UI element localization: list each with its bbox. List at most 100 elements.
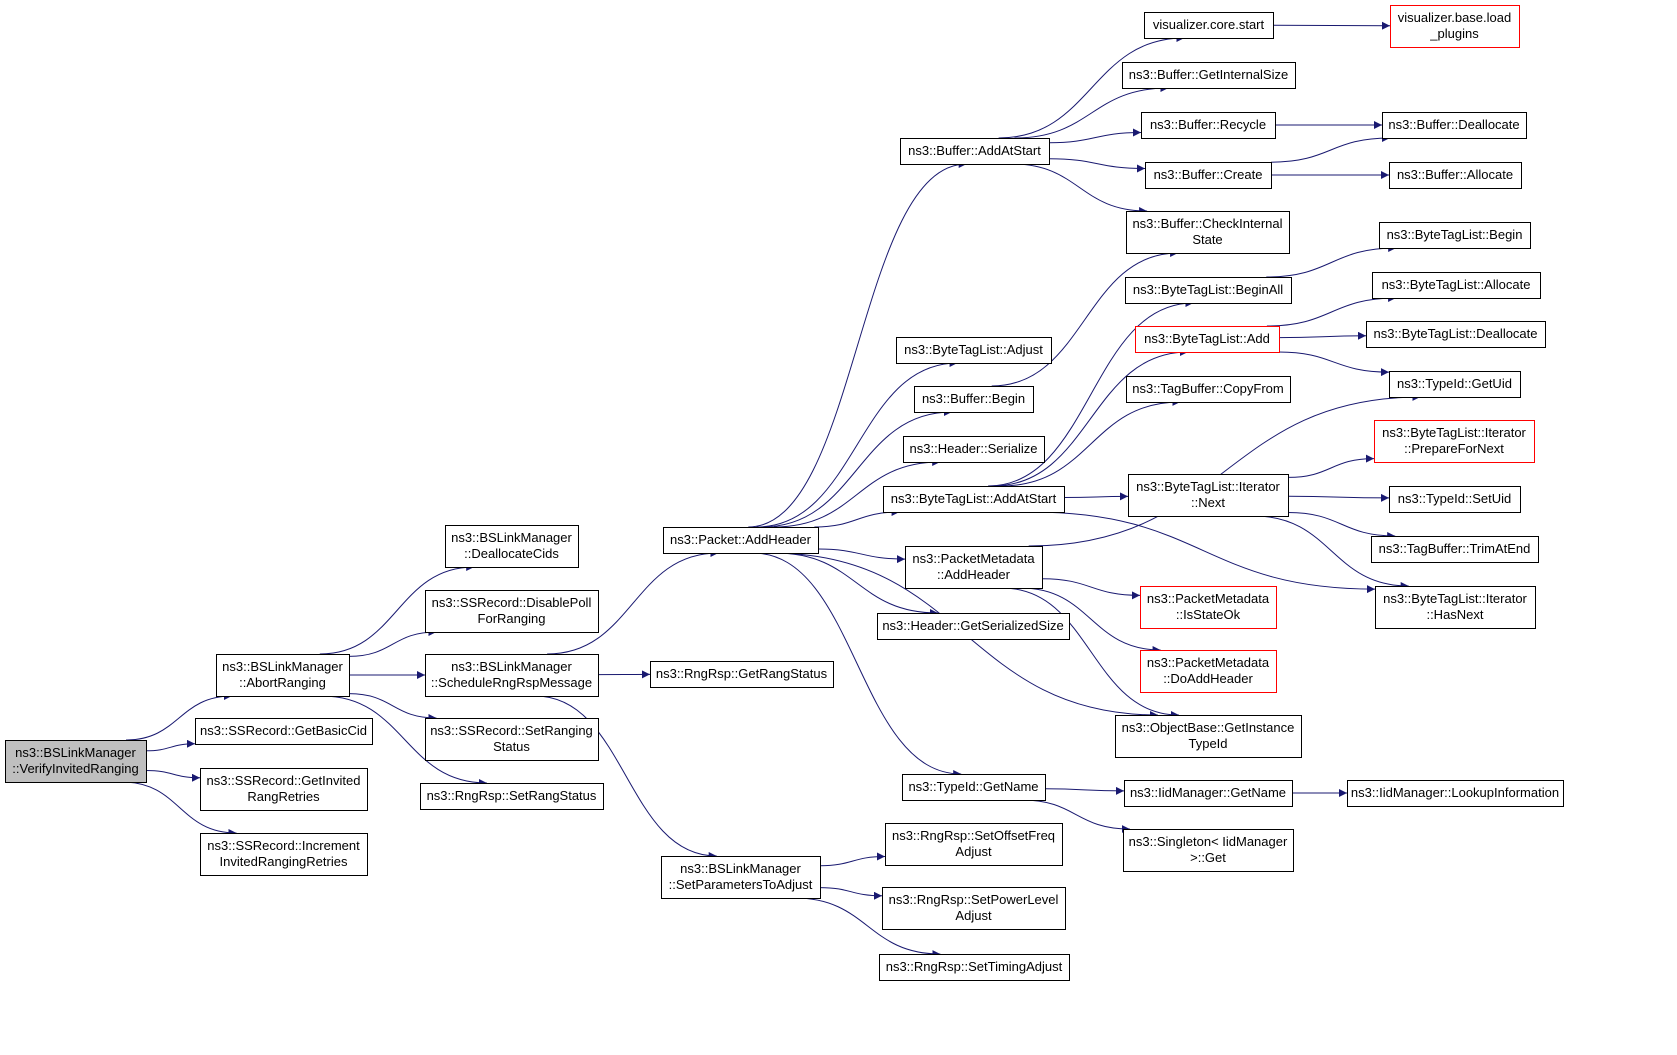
node-box [1379, 222, 1531, 249]
edge-bufaddatstart-to-bufgetinternal [1014, 84, 1169, 139]
node-btladd[interactable]: ns3::ByteTagList::Add [1135, 326, 1280, 353]
node-box [1371, 536, 1539, 563]
node-label: ns3::ByteTagList::Iterator [1136, 479, 1280, 494]
node-singletonget[interactable]: ns3::Singleton< IidManager>::Get [1123, 829, 1294, 872]
node-label: ::SetParametersToAdjust [669, 877, 813, 892]
node-box [882, 887, 1066, 930]
edge-typeidgetname-to-singletonget [1021, 799, 1130, 833]
node-btlallocate[interactable]: ns3::ByteTagList::Allocate [1372, 272, 1541, 299]
node-bufbegin[interactable]: ns3::Buffer::Begin [914, 386, 1034, 413]
node-box [1135, 326, 1280, 353]
node-btlbegin[interactable]: ns3::ByteTagList::Begin [1379, 222, 1531, 249]
node-verify[interactable]: ns3::BSLinkManager::VerifyInvitedRanging [5, 740, 147, 783]
node-label: ns3::BSLinkManager [451, 659, 572, 674]
node-label: ns3::SSRecord::GetBasicCid [200, 723, 367, 738]
node-label: ns3::Header::GetSerializedSize [882, 618, 1063, 633]
node-typeidsetuid[interactable]: ns3::TypeId::SetUid [1389, 486, 1521, 513]
node-label: ns3::BSLinkManager [15, 745, 136, 760]
node-bufallocate[interactable]: ns3::Buffer::Allocate [1389, 162, 1522, 189]
node-label: visualizer.core.start [1153, 17, 1265, 32]
edge-btlitnext-to-tagbuftrim [1287, 512, 1396, 540]
node-box [425, 590, 599, 633]
node-bufcreate[interactable]: ns3::Buffer::Create [1145, 162, 1272, 189]
node-box [877, 613, 1070, 640]
node-label: ns3::Buffer::Allocate [1397, 167, 1513, 182]
edge-abort-to-dealloccids [319, 563, 475, 655]
node-abort[interactable]: ns3::BSLinkManager::AbortRanging [216, 654, 350, 697]
node-btlbeginall[interactable]: ns3::ByteTagList::BeginAll [1125, 277, 1292, 304]
node-rngrspgetrang[interactable]: ns3::RngRsp::GetRangStatus [650, 661, 834, 688]
node-dealloccids[interactable]: ns3::BSLinkManager::DeallocateCids [445, 525, 579, 568]
node-incinvited[interactable]: ns3::SSRecord::IncrementInvitedRangingRe… [200, 833, 368, 876]
node-hdrserialize[interactable]: ns3::Header::Serialize [903, 436, 1045, 463]
node-bufaddatstart[interactable]: ns3::Buffer::AddAtStart [900, 138, 1050, 165]
node-btladjust[interactable]: ns3::ByteTagList::Adjust [896, 337, 1052, 364]
edge-btladd-to-typeidgetuid [1278, 351, 1390, 377]
node-getbasiccid[interactable]: ns3::SSRecord::GetBasicCid [195, 718, 373, 745]
node-iidmgrgetname[interactable]: ns3::IidManager::GetName [1124, 780, 1293, 807]
node-label: ::AddHeader [937, 567, 1011, 582]
node-label: ns3::TypeId::GetName [908, 779, 1038, 794]
edge-btladd-to-btlallocate [1266, 294, 1397, 327]
node-label: Adjust [955, 844, 992, 859]
node-hdrgetsersize[interactable]: ns3::Header::GetSerializedSize [877, 613, 1070, 640]
node-pmdoaddheader[interactable]: ns3::PacketMetadata::DoAddHeader [1140, 650, 1277, 693]
node-box [661, 856, 821, 899]
node-label: ns3::SSRecord::SetRanging [430, 723, 593, 738]
edge-verify-to-incinvited [122, 781, 237, 837]
node-box [1366, 321, 1546, 348]
node-label: ns3::Buffer::GetInternalSize [1129, 67, 1288, 82]
node-layer: ns3::BSLinkManager::VerifyInvitedRanging… [5, 5, 1564, 981]
node-btldealloc[interactable]: ns3::ByteTagList::Deallocate [1366, 321, 1546, 348]
edge-pktaddheader-to-btladjust [756, 359, 958, 528]
node-schedrngrsp[interactable]: ns3::BSLinkManager::ScheduleRngRspMessag… [425, 654, 599, 697]
node-box [1347, 780, 1564, 807]
edge-btlitnext-to-btlitprepare [1287, 454, 1375, 478]
node-pmaddheader[interactable]: ns3::PacketMetadata::AddHeader [905, 546, 1043, 589]
node-typeidgetuid[interactable]: ns3::TypeId::GetUid [1389, 371, 1521, 398]
node-label: ::ScheduleRngRspMessage [431, 675, 592, 690]
node-rngrspsetrang[interactable]: ns3::RngRsp::SetRangStatus [420, 783, 604, 810]
node-box [1140, 586, 1277, 629]
node-settimingadj[interactable]: ns3::RngRsp::SetTimingAdjust [879, 954, 1070, 981]
node-label: ns3::TagBuffer::CopyFrom [1132, 381, 1284, 396]
node-btlitnext[interactable]: ns3::ByteTagList::Iterator::Next [1128, 474, 1289, 517]
node-bufgetinternal[interactable]: ns3::Buffer::GetInternalSize [1122, 62, 1296, 89]
node-tagbufcopyfrom[interactable]: ns3::TagBuffer::CopyFrom [1126, 376, 1291, 403]
node-visloadplugins[interactable]: visualizer.base.load_plugins [1390, 5, 1520, 48]
node-btlithasnext[interactable]: ns3::ByteTagList::Iterator::HasNext [1375, 586, 1536, 629]
node-label: ns3::SSRecord::GetInvited [207, 773, 361, 788]
node-btladdatstart[interactable]: ns3::ByteTagList::AddAtStart [883, 486, 1065, 513]
node-setparams[interactable]: ns3::BSLinkManager::SetParametersToAdjus… [661, 856, 821, 899]
node-label: ns3::SSRecord::Increment [207, 838, 360, 853]
edge-bufbegin-to-bufcheckinternal [991, 249, 1179, 387]
node-label: ns3::RngRsp::SetTimingAdjust [886, 959, 1063, 974]
edge-btladdatstart-to-tagbufcopyfrom [1001, 398, 1181, 487]
node-bufdealloc[interactable]: ns3::Buffer::Deallocate [1382, 112, 1527, 139]
node-box [1389, 162, 1522, 189]
node-pktaddheader[interactable]: ns3::Packet::AddHeader [663, 527, 819, 554]
node-btlitprepare[interactable]: ns3::ByteTagList::Iterator::PrepareForNe… [1374, 420, 1535, 463]
node-typeidgetname[interactable]: ns3::TypeId::GetName [902, 774, 1046, 801]
node-tagbuftrim[interactable]: ns3::TagBuffer::TrimAtEnd [1371, 536, 1539, 563]
node-label: ns3::Buffer::Begin [922, 391, 1025, 406]
node-bufrecycle[interactable]: ns3::Buffer::Recycle [1141, 112, 1276, 139]
node-iidmgrlookup[interactable]: ns3::IidManager::LookupInformation [1347, 780, 1564, 807]
edge-abort-to-disablepoll [348, 628, 437, 657]
node-box [903, 436, 1045, 463]
edge-pktaddheader-to-hdrserialize [773, 458, 941, 528]
edge-btladdatstart-to-btlitnext [1063, 492, 1129, 501]
node-pmisstateok[interactable]: ns3::PacketMetadata::IsStateOk [1140, 586, 1277, 629]
node-box [425, 718, 599, 761]
edge-verify-to-abort [125, 692, 233, 741]
node-label: ns3::PacketMetadata [912, 551, 1035, 566]
node-viscorestart[interactable]: visualizer.core.start [1144, 12, 1274, 39]
